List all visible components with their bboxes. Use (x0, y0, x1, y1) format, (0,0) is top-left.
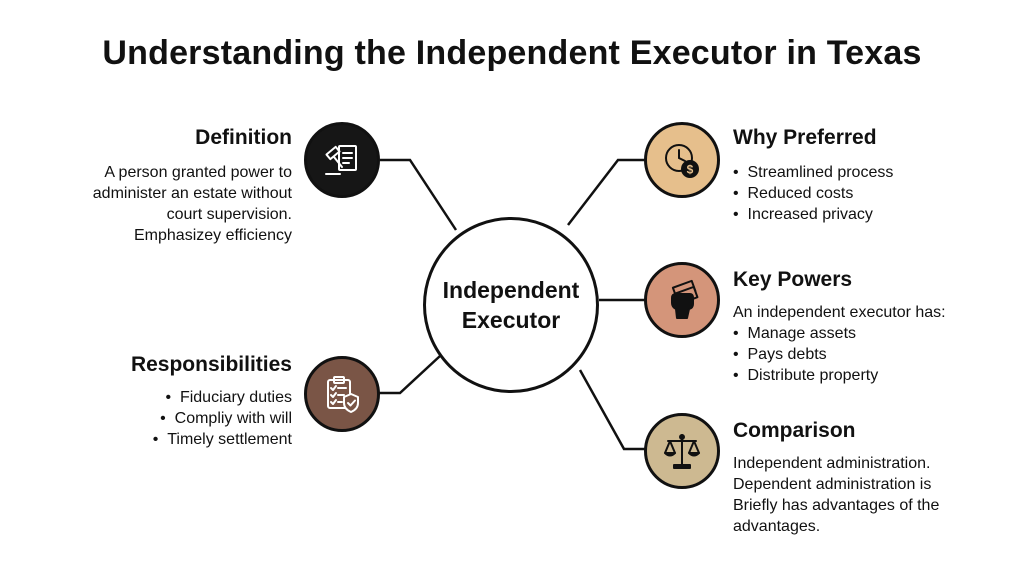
comparison-line: Briefly has advantages of the (733, 497, 940, 514)
clock-dollar-icon: $ (665, 144, 699, 178)
comparison-heading: Comparison (733, 419, 856, 442)
key-powers-list: Manage assets Pays debts Distribute prop… (733, 323, 946, 386)
list-item: Compliy with will (153, 408, 292, 429)
connector-responsibilities (378, 355, 441, 395)
list-item: Increased privacy (733, 204, 893, 225)
responsibilities-heading: Responsibilities (130, 353, 292, 376)
scales-icon (664, 434, 700, 469)
why-preferred-heading: Why Preferred (733, 126, 877, 149)
responsibilities-list: Fiduciary duties Compliy with will Timel… (153, 387, 292, 450)
definition-line: administer an estate without (92, 185, 292, 202)
list-item: Manage assets (733, 323, 946, 344)
responsibilities-icon-circle (304, 356, 380, 432)
definition-line: Emphasizey efficiency (134, 227, 292, 244)
fist-money-icon (671, 279, 699, 319)
comparison-icon-circle (644, 413, 720, 489)
definition-line: A person granted power to (104, 164, 292, 181)
key-powers-heading: Key Powers (733, 268, 853, 291)
definition-heading: Definition (195, 126, 292, 149)
list-item: Timely settlement (153, 429, 292, 450)
page-title: Understanding the Independent Executor i… (102, 34, 922, 72)
comparison-line: Dependent administration is (733, 476, 932, 493)
connector-definition (380, 158, 458, 231)
definition-icon-circle (304, 122, 380, 198)
connector-why-preferred (567, 158, 646, 226)
hub-circle: Independent Executor (423, 217, 599, 393)
responsibilities-text: Fiduciary duties Compliy with will Timel… (153, 387, 292, 450)
comparison-line: Independent administration. (733, 455, 931, 472)
key-powers-text: An independent executor has: Manage asse… (733, 302, 946, 386)
definition-line: court supervision. (166, 206, 292, 223)
hub-line-1: Independent (442, 277, 580, 303)
hub-line-2: Executor (461, 307, 561, 333)
list-item: Distribute property (733, 365, 946, 386)
definition-text: A person granted power to administer an … (93, 162, 292, 246)
svg-text:$: $ (687, 163, 694, 177)
key-powers-icon-circle (644, 262, 720, 338)
why-preferred-text: Streamlined process Reduced costs Increa… (733, 162, 894, 225)
clipboard-shield-icon (327, 376, 359, 413)
why-preferred-icon-circle: $ (644, 122, 720, 198)
list-item: Pays debts (733, 344, 946, 365)
why-preferred-list: Streamlined process Reduced costs Increa… (733, 162, 894, 225)
list-item: Fiduciary duties (153, 387, 292, 408)
key-powers-intro: An independent executor has: (733, 304, 946, 321)
list-item: Streamlined process (733, 162, 894, 183)
connector-comparison (578, 369, 646, 451)
comparison-text: Independent administration. Dependent ad… (733, 453, 939, 537)
gavel-document-icon (325, 145, 357, 175)
comparison-line: advantages. (733, 518, 821, 535)
list-item: Reduced costs (733, 183, 893, 204)
